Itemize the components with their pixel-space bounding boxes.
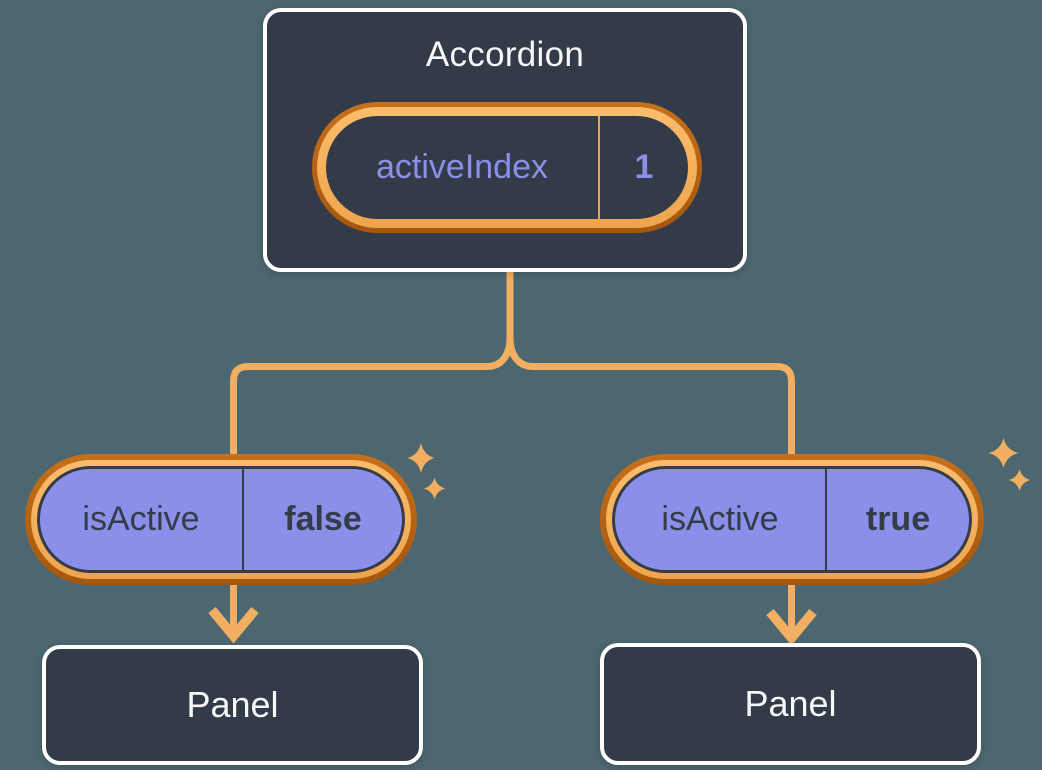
sparkle-icon: [988, 438, 1019, 468]
prop-pill-body: isActive false: [37, 466, 405, 573]
prop-value-label: false: [242, 469, 402, 570]
sparkle-icon: [423, 477, 446, 500]
arrow-down-icon: [766, 608, 817, 646]
panel-node-left: Panel: [42, 645, 423, 765]
prop-pill-gold-ring: isActive false: [31, 460, 411, 579]
panel-title: Panel: [744, 683, 837, 724]
state-pill: activeIndex 1: [312, 102, 702, 233]
accordion-title: Accordion: [425, 35, 585, 74]
prop-name-label: isActive: [661, 500, 779, 538]
prop-value-label: true: [825, 469, 969, 570]
state-name-label: activeIndex: [376, 148, 548, 186]
state-pill-body: activeIndex 1: [326, 116, 688, 219]
prop-pill-gold-ring: isActive true: [606, 460, 978, 579]
prop-name-label: isActive: [82, 500, 200, 538]
prop-pill-body: isActive true: [612, 466, 972, 573]
prop-pill-outer-ring: isActive false: [25, 454, 417, 585]
sparkle-icon: [1008, 469, 1031, 491]
state-value-label: 1: [598, 116, 688, 219]
state-pill-outer-ring: activeIndex 1: [312, 102, 702, 233]
panel-node-right: Panel: [600, 643, 981, 765]
panel-title: Panel: [186, 684, 279, 725]
state-pill-gold-ring: activeIndex 1: [317, 107, 697, 228]
prop-pill-isactive-right: isActive true: [600, 454, 984, 585]
sparkle-icon: [407, 443, 435, 473]
arrow-down-icon: [208, 606, 259, 644]
prop-pill-isactive-left: isActive false: [25, 454, 417, 585]
prop-pill-outer-ring: isActive true: [600, 454, 984, 585]
